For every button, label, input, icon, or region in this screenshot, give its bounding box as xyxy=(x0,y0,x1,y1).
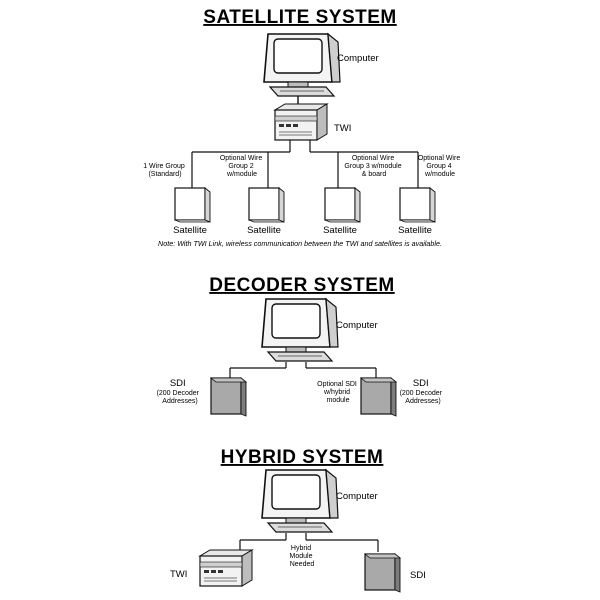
satellite-computer-label: Computer xyxy=(337,53,379,64)
decoder-sdi-left-label: SDI (200 Decoder Addresses) xyxy=(157,373,204,405)
hybrid-sdi-icon xyxy=(364,553,401,593)
wire-group-2-label: Optional Wire Group 2 w/module xyxy=(220,155,264,178)
satellite-3-icon xyxy=(324,187,361,223)
hybrid-computer-icon xyxy=(261,469,339,533)
satellite-system-title: SATELLITE SYSTEM xyxy=(203,7,396,28)
satellite-twi-label: TWI xyxy=(334,123,351,134)
hybrid-system-title: HYBRID SYSTEM xyxy=(221,447,384,468)
decoder-wire-bus xyxy=(229,362,377,380)
wire-group-4-label: Optional Wire Group 4 w/module xyxy=(418,155,462,178)
decoder-system-title: DECODER SYSTEM xyxy=(209,275,394,296)
satellite-4-label: Satellite xyxy=(398,225,432,236)
hybrid-module-note: Hybrid Module Needed xyxy=(290,545,315,568)
satellite-1-icon xyxy=(174,187,211,223)
satellite-wire-bus xyxy=(191,140,419,188)
satellite-2-label: Satellite xyxy=(247,225,281,236)
satellite-computer-icon xyxy=(263,33,341,97)
hybrid-twi-icon xyxy=(199,549,253,587)
satellite-4-icon xyxy=(399,187,436,223)
satellite-1-label: Satellite xyxy=(173,225,207,236)
hybrid-wire-bus xyxy=(239,533,379,552)
decoder-sdi-left-icon xyxy=(210,377,247,417)
decoder-computer-label: Computer xyxy=(336,320,378,331)
satellite-3-label: Satellite xyxy=(323,225,357,236)
wire-group-1-label: 1 Wire Group (Standard) xyxy=(143,163,187,178)
hybrid-sdi-label: SDI xyxy=(410,570,426,581)
decoder-sdi-right-icon xyxy=(360,377,397,417)
wire-group-3-label: Optional Wire Group 3 w/module & board xyxy=(344,155,403,178)
decoder-sdi-right-label: SDI (200 Decoder Addresses) xyxy=(400,373,447,405)
hybrid-twi-label: TWI xyxy=(170,569,187,580)
decoder-computer-icon xyxy=(261,298,339,362)
satellite-2-icon xyxy=(248,187,285,223)
satellite-twi-icon xyxy=(274,103,328,141)
satellite-note: Note: With TWI Link, wireless communicat… xyxy=(158,239,442,248)
decoder-optional-sdi-label: Optional SDI w/hybrid module xyxy=(317,381,359,404)
hybrid-computer-label: Computer xyxy=(336,491,378,502)
